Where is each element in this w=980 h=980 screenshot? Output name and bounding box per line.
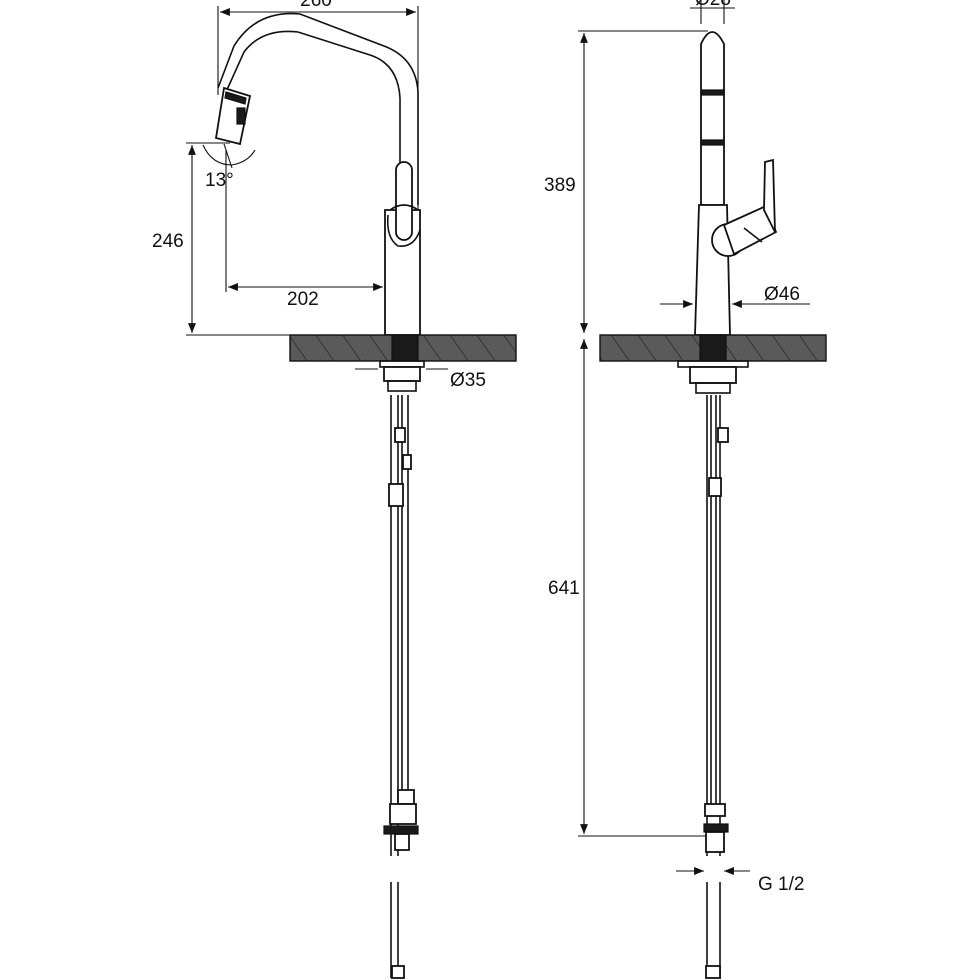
front-body [384, 161, 421, 336]
spout-diameter-label: Ø28 [695, 0, 731, 10]
front-hoses [383, 395, 419, 979]
angle-dimension: 13° [202, 143, 256, 191]
hose-length-label: 641 [548, 578, 580, 599]
base-diameter-label: Ø35 [450, 370, 486, 391]
body-diameter-label: Ø46 [764, 284, 800, 305]
front-mounting: Ø35 [355, 360, 486, 392]
width-label: 260 [300, 0, 332, 11]
side-mounting [677, 360, 749, 394]
side-view: Ø28 389 Ø46 [544, 0, 827, 979]
spout-height-label: 246 [152, 231, 184, 252]
angle-label: 13° [205, 170, 234, 191]
reach-dimension: 202 [225, 150, 383, 310]
height-label: 389 [544, 175, 576, 196]
hose-length-dimension: 641 [548, 339, 712, 837]
reach-label: 202 [287, 289, 319, 310]
thread-dimension: G 1/2 [676, 867, 804, 895]
front-view: 260 13° 246 [152, 0, 517, 979]
body-diameter-dimension: Ø46 [660, 284, 810, 308]
spout-diameter-dimension: Ø28 [690, 0, 735, 24]
spout-height-dimension: 246 [152, 142, 290, 336]
side-hoses [703, 395, 729, 979]
side-body [694, 158, 778, 336]
side-spout [700, 31, 725, 206]
thread-label: G 1/2 [758, 874, 804, 895]
height-dimension: 389 [544, 30, 708, 333]
front-spout [214, 12, 419, 205]
